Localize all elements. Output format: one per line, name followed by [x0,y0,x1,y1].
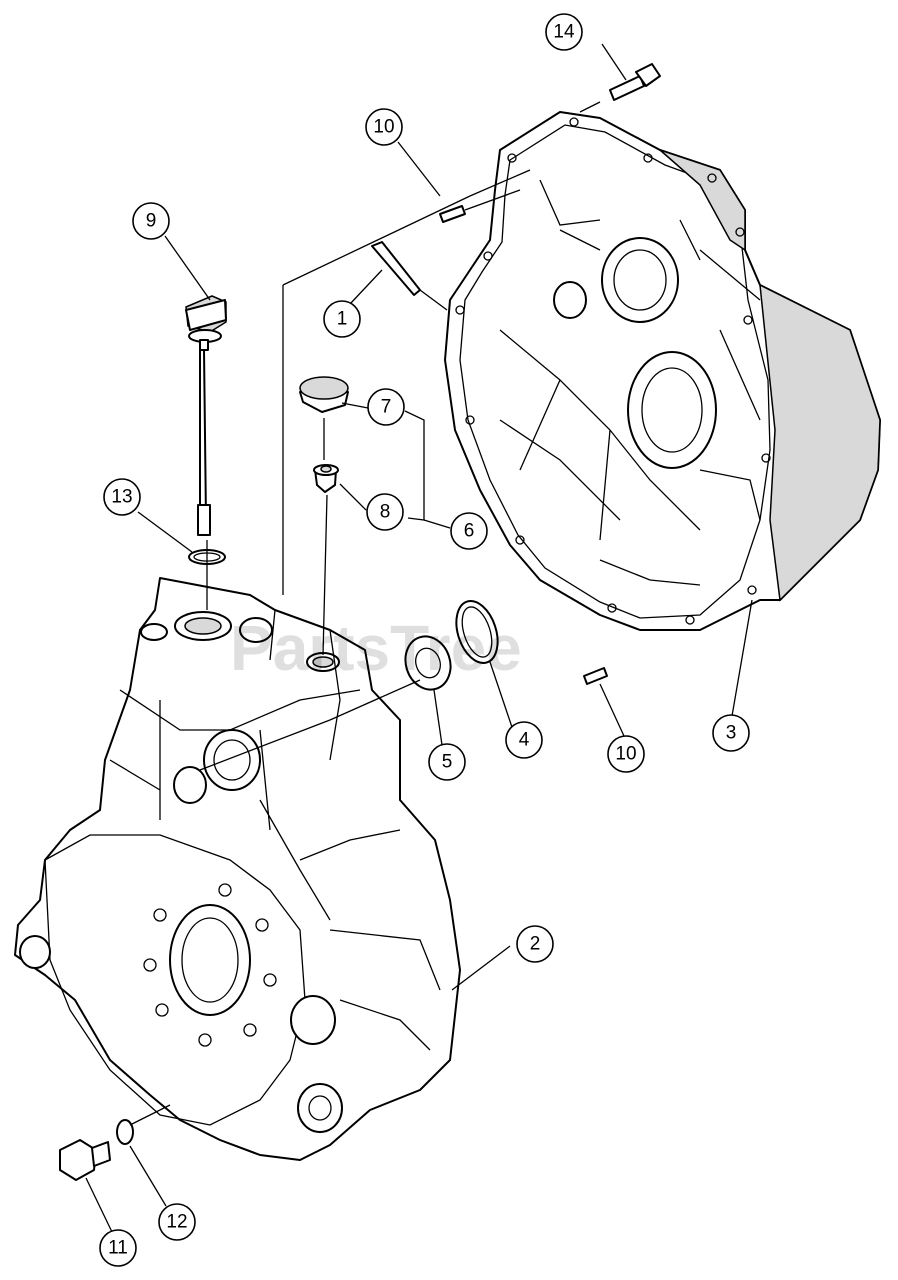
callout-11[interactable]: 11 [99,1229,137,1267]
breather-cap-part-7[interactable] [299,376,349,413]
callout-13[interactable]: 13 [103,478,141,516]
callout-2[interactable]: 2 [516,925,554,963]
callout-label: 14 [553,22,575,43]
transmission-housing-part-2[interactable] [14,577,461,1161]
callout-label: 8 [380,502,391,523]
oil-seal-part-5[interactable] [399,631,458,696]
callout-12[interactable]: 12 [158,1203,196,1241]
washer-part-12[interactable] [116,1119,134,1145]
callout-1[interactable]: 1 [323,300,361,338]
callout-label: 10 [615,744,636,765]
callout-pointer-lines [85,43,753,1233]
callout-label: 5 [442,752,453,773]
drain-plug-part-11[interactable] [59,1139,111,1181]
dipstick-part-9[interactable] [185,295,227,536]
callout-label: 4 [519,730,530,751]
callout-label: 2 [530,934,541,955]
callout-10-lower[interactable]: 10 [607,735,645,773]
callout-10-upper[interactable]: 10 [365,108,403,146]
callout-5[interactable]: 5 [428,743,466,781]
watermark: PartsTree [230,612,522,684]
callout-label: 7 [381,397,392,418]
callout-label: 11 [108,1238,128,1259]
dowel-pin-part-10-upper[interactable] [439,205,466,223]
callout-8[interactable]: 8 [366,493,404,531]
callout-label: 3 [726,723,737,744]
callout-14[interactable]: 14 [545,13,583,51]
dowel-pin-part-10-lower[interactable] [583,667,608,685]
callout-label: 1 [337,309,348,330]
callout-label: 13 [111,487,132,508]
leader-lines [129,101,601,1126]
bolt-part-14[interactable] [609,63,661,101]
seal-part-1[interactable] [371,241,421,296]
callout-3[interactable]: 3 [712,714,750,752]
housing-cover-part-3[interactable] [444,111,881,631]
grommet-part-8[interactable] [313,464,339,493]
callout-label: 12 [166,1212,187,1233]
callout-9[interactable]: 9 [132,202,170,240]
o-ring-part-4[interactable] [449,596,505,669]
callout-7[interactable]: 7 [367,388,405,426]
callout-6[interactable]: 6 [450,512,488,550]
callout-label: 10 [373,117,394,138]
callout-label: 6 [464,521,475,542]
callout-label: 9 [146,211,157,232]
callout-4[interactable]: 4 [505,721,543,759]
